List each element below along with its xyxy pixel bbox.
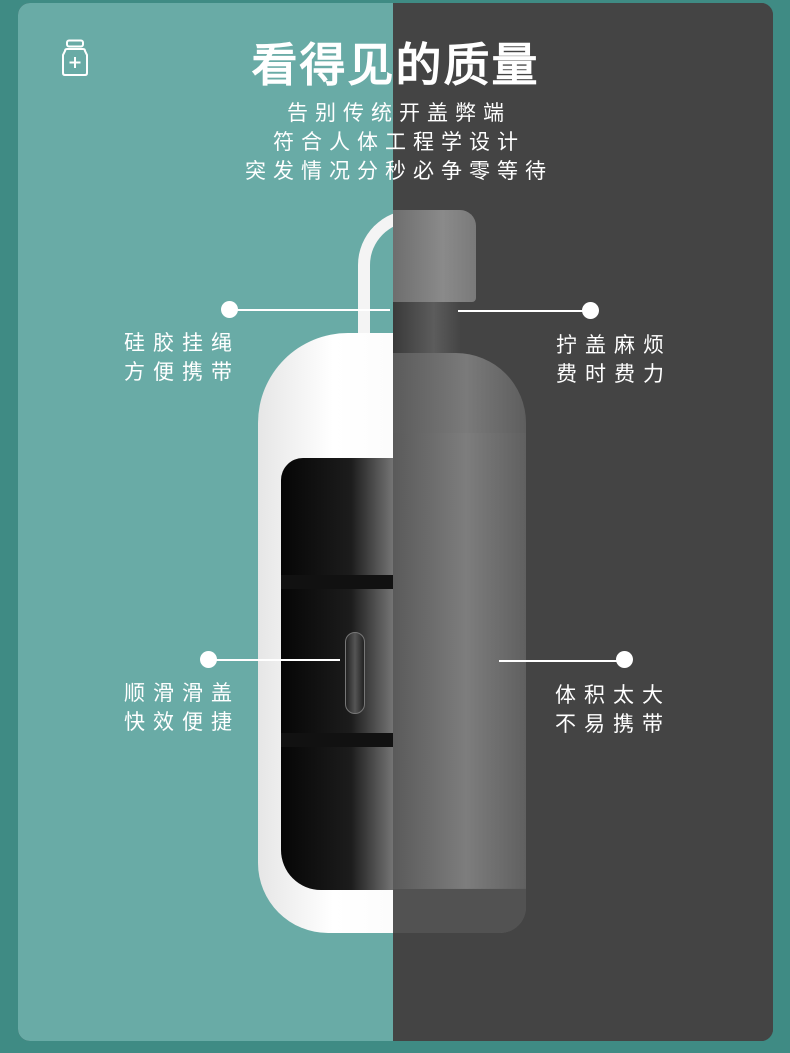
capsule-icon: [345, 632, 365, 714]
medicine-bottle-plus-icon: [62, 39, 88, 76]
callout-line2: 费时费力: [556, 362, 672, 386]
traditional-bottle-image: [393, 3, 773, 1041]
callout-line: [210, 659, 340, 661]
white-pill-case-image: [18, 3, 393, 1041]
silicone-lanyard: [358, 210, 393, 350]
callout-line: [458, 310, 588, 312]
comparison-card: 看得见的质量 告别传统开盖弊端 符合人体工程学设计 突发情况分秒必争零等待 硅胶…: [18, 3, 773, 1041]
subtitle-line: 突发情况分秒必争零等待: [245, 159, 553, 183]
callout-line1: 顺滑滑盖: [124, 681, 240, 705]
callout-line2: 快效便捷: [124, 710, 240, 734]
subtitle: 告别传统开盖弊端 符合人体工程学设计 突发情况分秒必争零等待: [18, 99, 773, 186]
callout-dot: [582, 302, 599, 319]
subtitle-line: 符合人体工程学设计: [273, 130, 525, 154]
callout-line1: 硅胶挂绳: [124, 331, 240, 355]
callout-dot: [200, 651, 217, 668]
callout-sliding-lid: 顺滑滑盖 快效便捷: [124, 679, 240, 737]
callout-screw-cap: 拧盖麻烦 费时费力: [556, 331, 672, 389]
callout-lanyard: 硅胶挂绳 方便携带: [124, 329, 240, 387]
bottle-screw-cap: [393, 210, 476, 302]
page-title: 看得见的质量: [251, 38, 540, 92]
callout-line1: 体积太大: [555, 683, 671, 707]
bottle-neck: [393, 302, 461, 362]
callout-line: [230, 309, 390, 311]
pill-case-window: [281, 458, 393, 890]
bottle-base: [393, 889, 526, 933]
callout-bulky: 体积太大 不易携带: [555, 681, 671, 739]
callout-line2: 方便携带: [124, 360, 240, 384]
pill-case-ring: [281, 733, 393, 747]
pill-case-ring: [281, 575, 393, 589]
callout-dot: [221, 301, 238, 318]
callout-line2: 不易携带: [555, 712, 671, 736]
subtitle-line: 告别传统开盖弊端: [287, 101, 511, 125]
callout-line: [499, 660, 619, 662]
callout-line1: 拧盖麻烦: [556, 333, 672, 357]
callout-dot: [616, 651, 633, 668]
